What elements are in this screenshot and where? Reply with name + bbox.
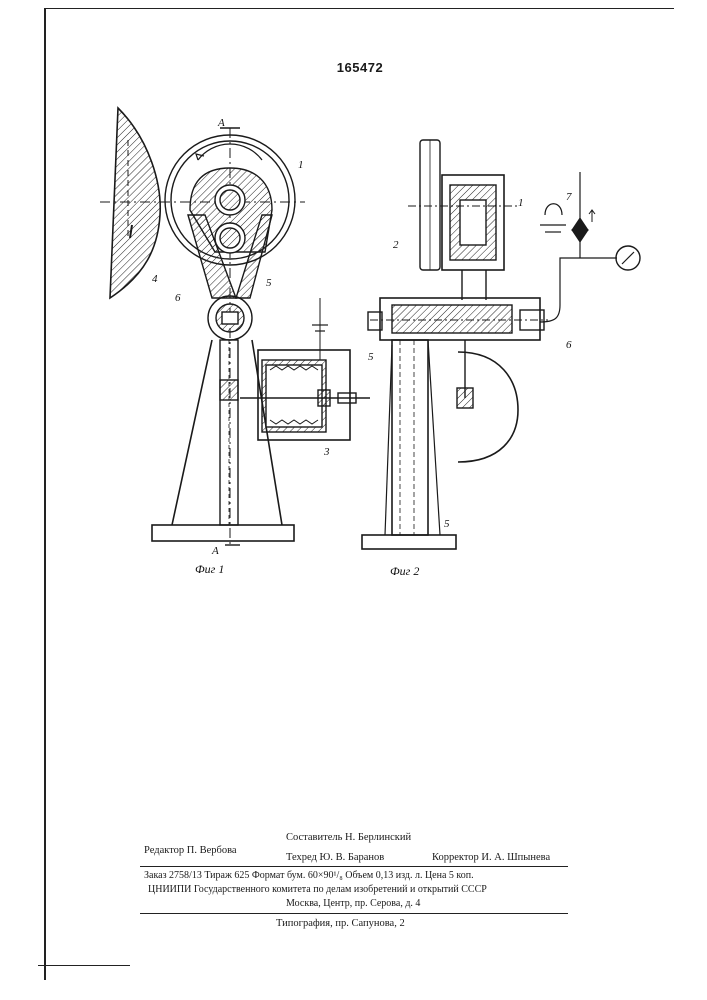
imprint-address-line: Москва, Центр, пр. Серова, д. 4 <box>286 898 420 909</box>
caption-fig-1: Фиг 1 <box>195 562 224 576</box>
label-part-5-fig1: 5 <box>266 277 272 289</box>
imprint-printer-line: Типография, пр. Сапунова, 2 <box>276 918 405 929</box>
column-fig2 <box>392 340 428 535</box>
imprint-org-line: ЦНИИПИ Государственного комитета по дела… <box>148 884 487 895</box>
caption-fig-2: Фиг 2 <box>390 564 419 578</box>
grinding-wheel <box>110 108 160 298</box>
label-part-1-fig1: 1 <box>298 159 304 171</box>
imprint-compiler: Составитель Н. Берлинский <box>286 832 411 843</box>
label-part-6-fig1: 6 <box>175 292 181 304</box>
imprint-rule-bottom <box>140 913 568 914</box>
label-section-a-bottom: А <box>211 545 219 557</box>
label-part-1-fig2: 1 <box>518 197 524 209</box>
imprint-editor: Редактор П. Вербова <box>144 845 237 856</box>
label-part-2: 2 <box>393 239 399 251</box>
imprint-techred: Техред Ю. В. Баранов <box>286 852 384 863</box>
label-part-7: 7 <box>566 191 572 203</box>
label-part-5-fig2: 5 <box>368 351 374 363</box>
figure-2 <box>362 140 640 549</box>
label-section-a-top: А <box>217 117 225 129</box>
figure-1 <box>100 108 370 548</box>
label-part-5-base: 5 <box>444 518 450 530</box>
label-part-6-fig2: 6 <box>566 339 572 351</box>
imprint-corrector: Корректор И. А. Шпынева <box>432 852 550 863</box>
imprint-rule-top <box>140 866 568 867</box>
label-part-3: 3 <box>323 446 330 458</box>
imprint-order-line: Заказ 2758/13 Тираж 625 Формат бум. 60×9… <box>144 870 474 881</box>
label-part-4: 4 <box>152 273 158 285</box>
